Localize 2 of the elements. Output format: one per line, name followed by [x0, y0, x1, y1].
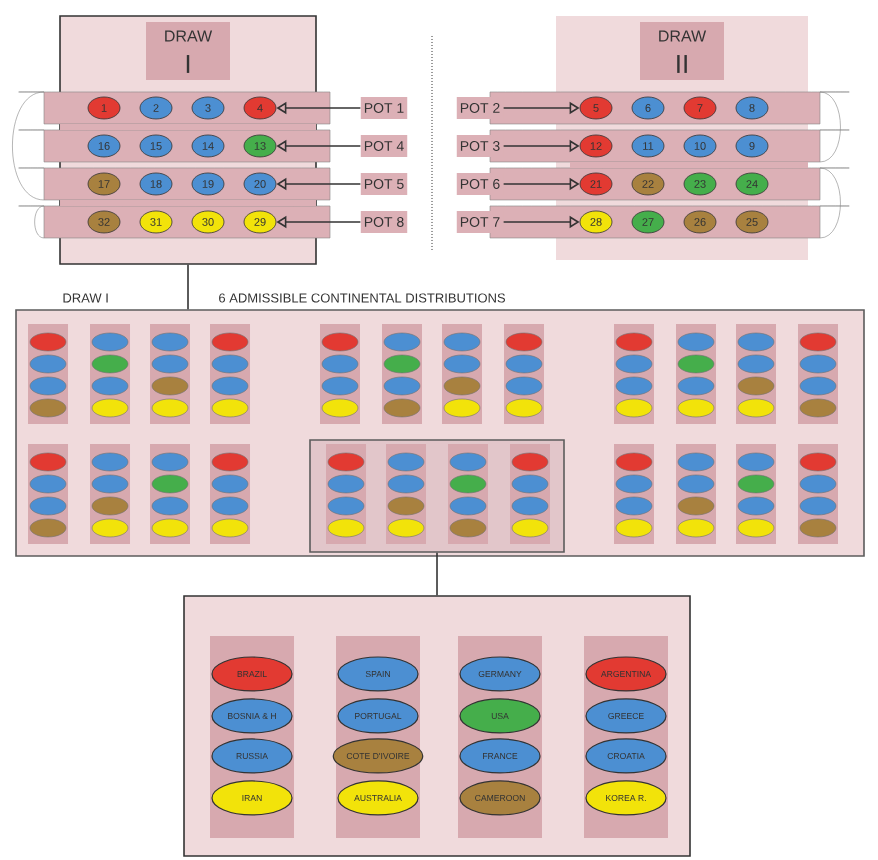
connector	[436, 552, 438, 596]
connector	[187, 263, 189, 310]
